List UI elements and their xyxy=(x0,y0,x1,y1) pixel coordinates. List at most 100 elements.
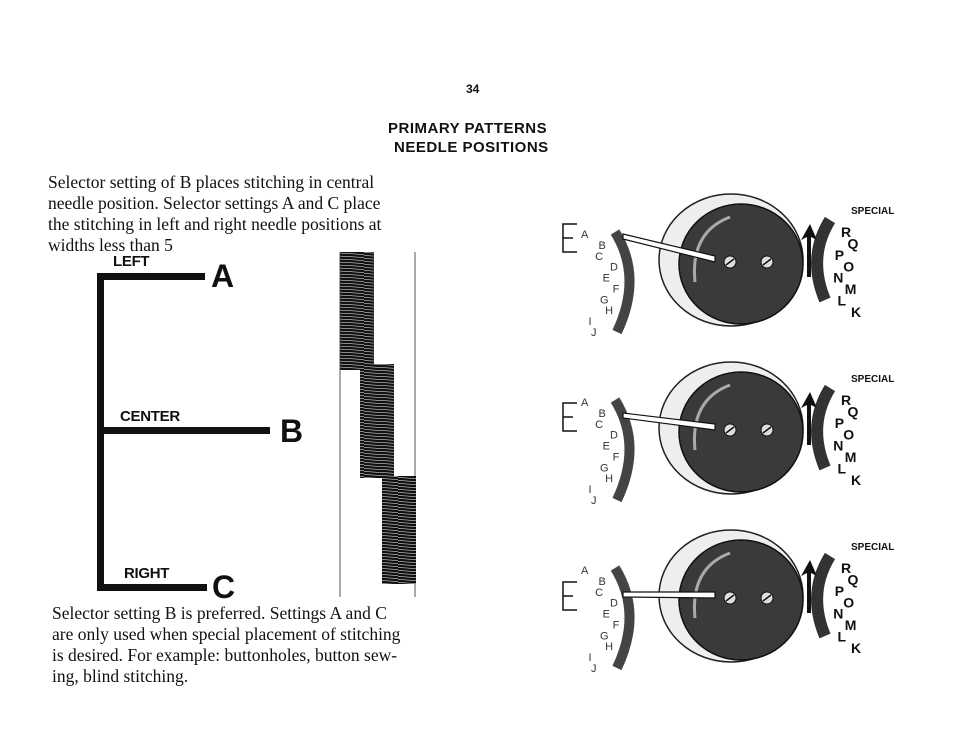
right-scale-label: R xyxy=(841,224,851,240)
left-scale-label: A xyxy=(581,229,589,241)
left-scale-label: H xyxy=(605,473,613,485)
dial-knob xyxy=(678,539,804,661)
left-scale-label: C xyxy=(595,251,603,263)
right-scale-label: Q xyxy=(848,403,859,419)
left-selector-scale xyxy=(610,229,635,335)
right-scale-label: L xyxy=(838,461,847,477)
intro-paragraph: Selector setting of B places stitching i… xyxy=(48,172,478,256)
label-right: RIGHT xyxy=(124,565,170,582)
page-heading-line-2: NEEDLE POSITIONS xyxy=(394,139,549,156)
left-scale-label: H xyxy=(605,641,613,653)
stitch-block-left xyxy=(340,252,374,370)
letter-a: A xyxy=(211,258,235,294)
left-scale-label: J xyxy=(591,327,597,339)
left-scale-label: E xyxy=(603,609,610,621)
left-scale-label: A xyxy=(581,397,589,409)
left-scale-label: J xyxy=(591,663,597,675)
right-scale-label: L xyxy=(838,629,847,645)
left-scale-label: G xyxy=(600,294,609,306)
dial-highlight xyxy=(692,215,731,283)
right-scale-label: M xyxy=(845,617,857,633)
right-scale-label: P xyxy=(835,415,844,431)
screw-slot xyxy=(725,594,735,602)
left-scale-label: I xyxy=(589,316,592,328)
outro-line: is desired. For example: buttonholes, bu… xyxy=(52,645,398,665)
screw-slot xyxy=(762,594,772,602)
right-scale-label: O xyxy=(843,258,854,274)
right-scale-label: N xyxy=(833,606,843,622)
screw-slot xyxy=(725,426,735,434)
right-scale-label: O xyxy=(843,426,854,442)
screw-slot xyxy=(762,258,772,266)
left-scale-label: D xyxy=(610,262,618,274)
dial-highlight xyxy=(692,551,731,619)
left-selector-scale xyxy=(610,565,635,671)
intro-line: widths less than 5 xyxy=(48,235,173,255)
intro-line: the stitching in left and right needle p… xyxy=(48,214,382,234)
intro-line: needle position. Selector settings A and… xyxy=(48,193,381,213)
intro-line: Selector setting of B places stitching i… xyxy=(48,172,375,192)
left-arm xyxy=(97,273,205,280)
right-scale-label: R xyxy=(841,392,851,408)
dial-highlight xyxy=(692,383,731,451)
left-scale-label: C xyxy=(595,587,603,599)
left-scale-label: F xyxy=(613,283,620,295)
left-scale-label: A xyxy=(581,565,589,577)
left-scale-label: G xyxy=(600,462,609,474)
label-center: CENTER xyxy=(120,408,180,425)
special-label: SPECIAL xyxy=(851,374,894,385)
screw-slot xyxy=(725,258,735,266)
right-scale-label: Q xyxy=(848,235,859,251)
selector-lever xyxy=(622,412,716,431)
outro-line: ing, blind stitching. xyxy=(52,666,189,686)
page-heading-line-1: PRIMARY PATTERNS xyxy=(388,120,548,137)
right-scale-label: N xyxy=(833,438,843,454)
page-number: 34 xyxy=(466,82,480,96)
special-label: SPECIAL xyxy=(851,542,894,553)
outro-line: are only used when special placement of … xyxy=(52,624,401,644)
left-scale-label: B xyxy=(599,576,606,588)
stitch-block-right xyxy=(382,476,416,584)
letter-c: C xyxy=(212,569,236,605)
left-scale-label: J xyxy=(591,495,597,507)
selector-lever xyxy=(622,233,716,263)
special-label: SPECIAL xyxy=(851,206,894,217)
left-scale-label: F xyxy=(613,619,620,631)
left-scale-label: H xyxy=(605,305,613,317)
right-scale-label: L xyxy=(838,293,847,309)
right-scale-label: K xyxy=(851,304,861,320)
dial-knob xyxy=(678,371,804,493)
up-arrow-icon xyxy=(801,560,817,613)
pointer-bracket xyxy=(562,223,577,253)
stitch-block-center xyxy=(360,364,394,478)
right-scale-label: Q xyxy=(848,571,859,587)
right-scale-label: M xyxy=(845,281,857,297)
stitch-sample-illustration xyxy=(339,252,416,597)
up-arrow-icon xyxy=(801,224,817,277)
left-scale-label: D xyxy=(610,430,618,442)
right-selector-scale xyxy=(811,552,836,639)
right-scale-label: O xyxy=(843,594,854,610)
label-left: LEFT xyxy=(113,253,150,270)
right-scale-label: P xyxy=(835,583,844,599)
right-selector-scale xyxy=(811,384,836,471)
center-arm xyxy=(97,427,270,434)
left-scale-label: B xyxy=(599,408,606,420)
left-selector-scale xyxy=(610,397,635,503)
left-scale-label: C xyxy=(595,419,603,431)
pointer-bracket xyxy=(562,581,577,611)
dial-knob xyxy=(678,203,804,325)
left-scale-label: B xyxy=(599,240,606,252)
right-scale-label: K xyxy=(851,640,861,656)
right-arm xyxy=(97,584,207,591)
left-scale-label: G xyxy=(600,630,609,642)
screw-slot xyxy=(762,426,772,434)
outro-line: Selector setting B is preferred. Setting… xyxy=(52,603,387,623)
up-arrow-icon xyxy=(801,392,817,445)
left-scale-label: I xyxy=(589,652,592,664)
outro-paragraph: Selector setting B is preferred. Setting… xyxy=(52,603,482,687)
left-scale-label: E xyxy=(603,441,610,453)
left-scale-label: F xyxy=(613,451,620,463)
left-scale-label: E xyxy=(603,273,610,285)
